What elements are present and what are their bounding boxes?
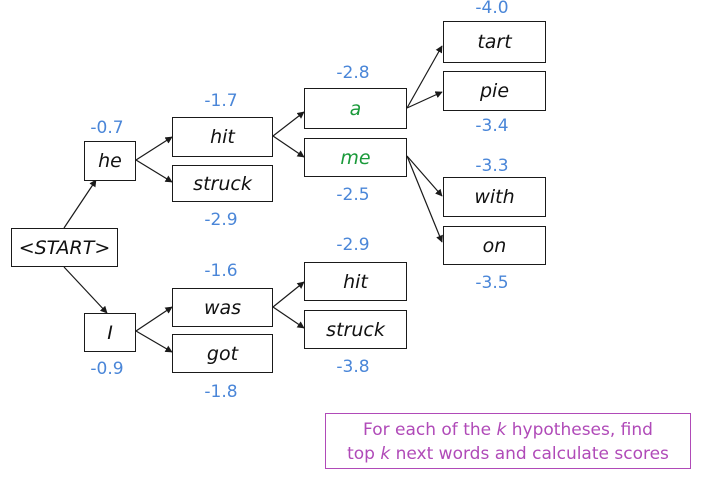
score-pie: -3.4 bbox=[475, 116, 509, 136]
node-struck: struck bbox=[172, 165, 273, 202]
node-hit2: hit bbox=[304, 262, 407, 301]
edge-me-with bbox=[406, 155, 443, 197]
note-k-1: k bbox=[496, 420, 507, 440]
edge-a-pie bbox=[406, 91, 443, 109]
edge-hit-a bbox=[272, 111, 305, 137]
node-pie: pie bbox=[443, 71, 546, 111]
score-hit2: -2.9 bbox=[336, 235, 370, 255]
note-k-2: k bbox=[380, 444, 391, 464]
explanation-note: For each of the k hypotheses, find top k… bbox=[325, 413, 691, 469]
node-got: got bbox=[172, 334, 273, 373]
edge-a-tart bbox=[406, 45, 443, 109]
node-a: a bbox=[304, 88, 407, 129]
note-line2-pre: top bbox=[347, 444, 381, 464]
score-hit: -1.7 bbox=[204, 91, 238, 111]
note-line2-post: next words and calculate scores bbox=[390, 444, 669, 464]
score-with: -3.3 bbox=[475, 156, 509, 176]
edge-i-got bbox=[135, 330, 173, 353]
node-on: on bbox=[443, 226, 546, 265]
score-i: -0.9 bbox=[90, 359, 124, 379]
edge-he-hit bbox=[135, 136, 173, 161]
score-struck: -2.9 bbox=[204, 210, 238, 230]
score-tart: -4.0 bbox=[475, 0, 509, 18]
node-hit: hit bbox=[172, 117, 273, 157]
node-me: me bbox=[304, 138, 407, 177]
edge-hit-me bbox=[272, 135, 305, 158]
edge-he-struck bbox=[135, 159, 173, 183]
node-tart: tart bbox=[443, 21, 546, 63]
score-on: -3.5 bbox=[475, 273, 509, 293]
edge-was-struck2 bbox=[272, 306, 305, 329]
score-was: -1.6 bbox=[204, 261, 238, 281]
score-me: -2.5 bbox=[336, 185, 370, 205]
node-struck2: struck bbox=[304, 310, 407, 349]
node-he: he bbox=[84, 141, 136, 181]
score-he: -0.7 bbox=[90, 118, 124, 138]
node-was: was bbox=[172, 288, 273, 327]
note-line-1: For each of the k hypotheses, find bbox=[326, 418, 690, 442]
edge-me-on bbox=[406, 155, 443, 243]
node-start: <START> bbox=[11, 228, 118, 267]
edge-start-he bbox=[63, 179, 97, 229]
edge-i-was bbox=[135, 306, 173, 332]
note-line-2: top k next words and calculate scores bbox=[326, 442, 690, 466]
score-a: -2.8 bbox=[336, 63, 370, 83]
node-with: with bbox=[443, 177, 546, 217]
node-i: I bbox=[84, 313, 136, 352]
edge-start-i bbox=[63, 266, 108, 314]
score-got: -1.8 bbox=[204, 382, 238, 402]
score-struck2: -3.8 bbox=[336, 357, 370, 377]
edge-was-hit2 bbox=[272, 281, 305, 308]
note-line1-post: hypotheses, find bbox=[506, 420, 653, 440]
note-line1-pre: For each of the bbox=[363, 420, 497, 440]
